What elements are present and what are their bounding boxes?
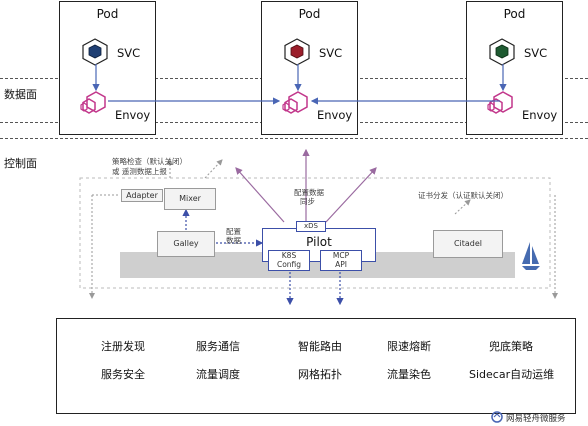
adapter-box: Adapter: [121, 189, 163, 202]
svc-label: SVC: [319, 46, 343, 60]
sync-note-line2: 同步: [300, 197, 315, 206]
mcp-label: MCP: [332, 251, 350, 260]
sync-note-line1: 配置数据: [294, 188, 324, 197]
netease-logo-icon: [491, 411, 503, 423]
config-note-line1: 配置: [226, 227, 241, 236]
pilot-label: Pilot: [306, 235, 332, 249]
citadel-box: Citadel: [433, 230, 503, 258]
svc-label: SVC: [117, 46, 141, 60]
pod-title: Pod: [298, 7, 321, 21]
envoy-label: Envoy: [115, 108, 151, 122]
service-cube-icon: [489, 38, 515, 66]
feature-traffic-coloring: 流量染色: [387, 368, 431, 381]
feature-mesh-topology: 网格拓扑: [298, 368, 342, 381]
k8s-label: K8S: [281, 251, 297, 260]
mixer-box: Mixer: [164, 188, 216, 210]
control-plane-line: [0, 138, 588, 139]
feature-sidecar-ops: Sidecar自动运维: [469, 368, 555, 381]
pod-1: Pod SVC Envoy: [59, 1, 156, 135]
k8s-config-label: Config: [276, 260, 302, 269]
envoy-icon: [80, 91, 106, 114]
xds-box: xDS: [296, 221, 326, 232]
service-cube-icon: [82, 38, 108, 66]
feature-fallback: 兜底策略: [489, 340, 533, 353]
pod-2: Pod SVC Envoy: [261, 1, 358, 135]
features-panel: [56, 318, 576, 414]
svc-label: SVC: [524, 46, 548, 60]
pod-3: Pod SVC Envoy: [466, 1, 563, 135]
feature-service-communication: 服务通信: [196, 340, 240, 353]
policy-note-line2: 或 遥测数据上报: [112, 167, 167, 176]
envoy-label: Envoy: [522, 108, 558, 122]
feature-service-security: 服务安全: [101, 368, 145, 381]
cert-note: 证书分发（认证默认关闭）: [418, 191, 508, 200]
feature-smart-routing: 智能路由: [298, 340, 342, 353]
mcp-api-box: MCP API: [320, 250, 362, 271]
envoy-icon: [282, 91, 308, 114]
galley-box: Galley: [157, 231, 215, 257]
feature-service-discovery: 注册发现: [101, 340, 145, 353]
watermark-text: 网易轻舟微服务: [506, 414, 566, 424]
mcp-api-label: API: [335, 260, 347, 269]
feature-rate-limit: 限速熔断: [387, 340, 431, 353]
envoy-icon: [487, 91, 513, 114]
pod-title: Pod: [96, 7, 119, 21]
control-plane-label: 控制面: [4, 157, 37, 170]
pod-title: Pod: [503, 7, 526, 21]
k8s-config-box: K8S Config: [268, 250, 310, 271]
service-cube-icon: [284, 38, 310, 66]
istio-sail-icon: [522, 242, 540, 270]
data-plane-label: 数据面: [4, 88, 37, 101]
config-note-line2: 数据: [226, 236, 241, 245]
feature-traffic-scheduling: 流量调度: [196, 368, 240, 381]
policy-note-line1: 策略检查（默认关闭）: [112, 157, 187, 166]
envoy-label: Envoy: [317, 108, 353, 122]
